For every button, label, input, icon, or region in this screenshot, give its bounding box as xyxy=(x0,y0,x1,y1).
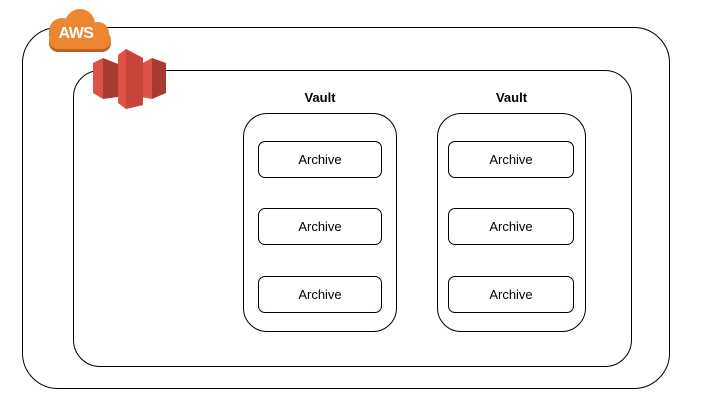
vault-2-archive-1: Archive xyxy=(448,141,574,178)
glacier-service-boundary xyxy=(73,70,632,367)
glacier-left-slab-dark xyxy=(103,58,118,99)
vault-1-archive-3: Archive xyxy=(258,276,382,313)
vault-1-label: Vault xyxy=(304,90,336,105)
aws-cloud-boundary xyxy=(22,27,670,389)
vault-2-label: Vault xyxy=(495,90,528,105)
aws-cloud-label: AWS xyxy=(59,25,95,42)
glacier-center-slab-shade xyxy=(126,49,143,109)
vault-2-archive-2: Archive xyxy=(448,208,574,245)
vault-1-archive-2: Archive xyxy=(258,208,382,245)
glacier-right-slab-light xyxy=(141,58,152,99)
vault-2-archive-3: Archive xyxy=(448,276,574,313)
aws-cloud-icon: AWS xyxy=(49,9,111,52)
glacier-left-slab-light xyxy=(93,58,103,99)
glacier-icon xyxy=(93,49,166,109)
vault-1-archive-1: Archive xyxy=(258,141,382,178)
glacier-right-slab-dark xyxy=(152,58,166,99)
cloud-body-shape xyxy=(49,9,111,49)
